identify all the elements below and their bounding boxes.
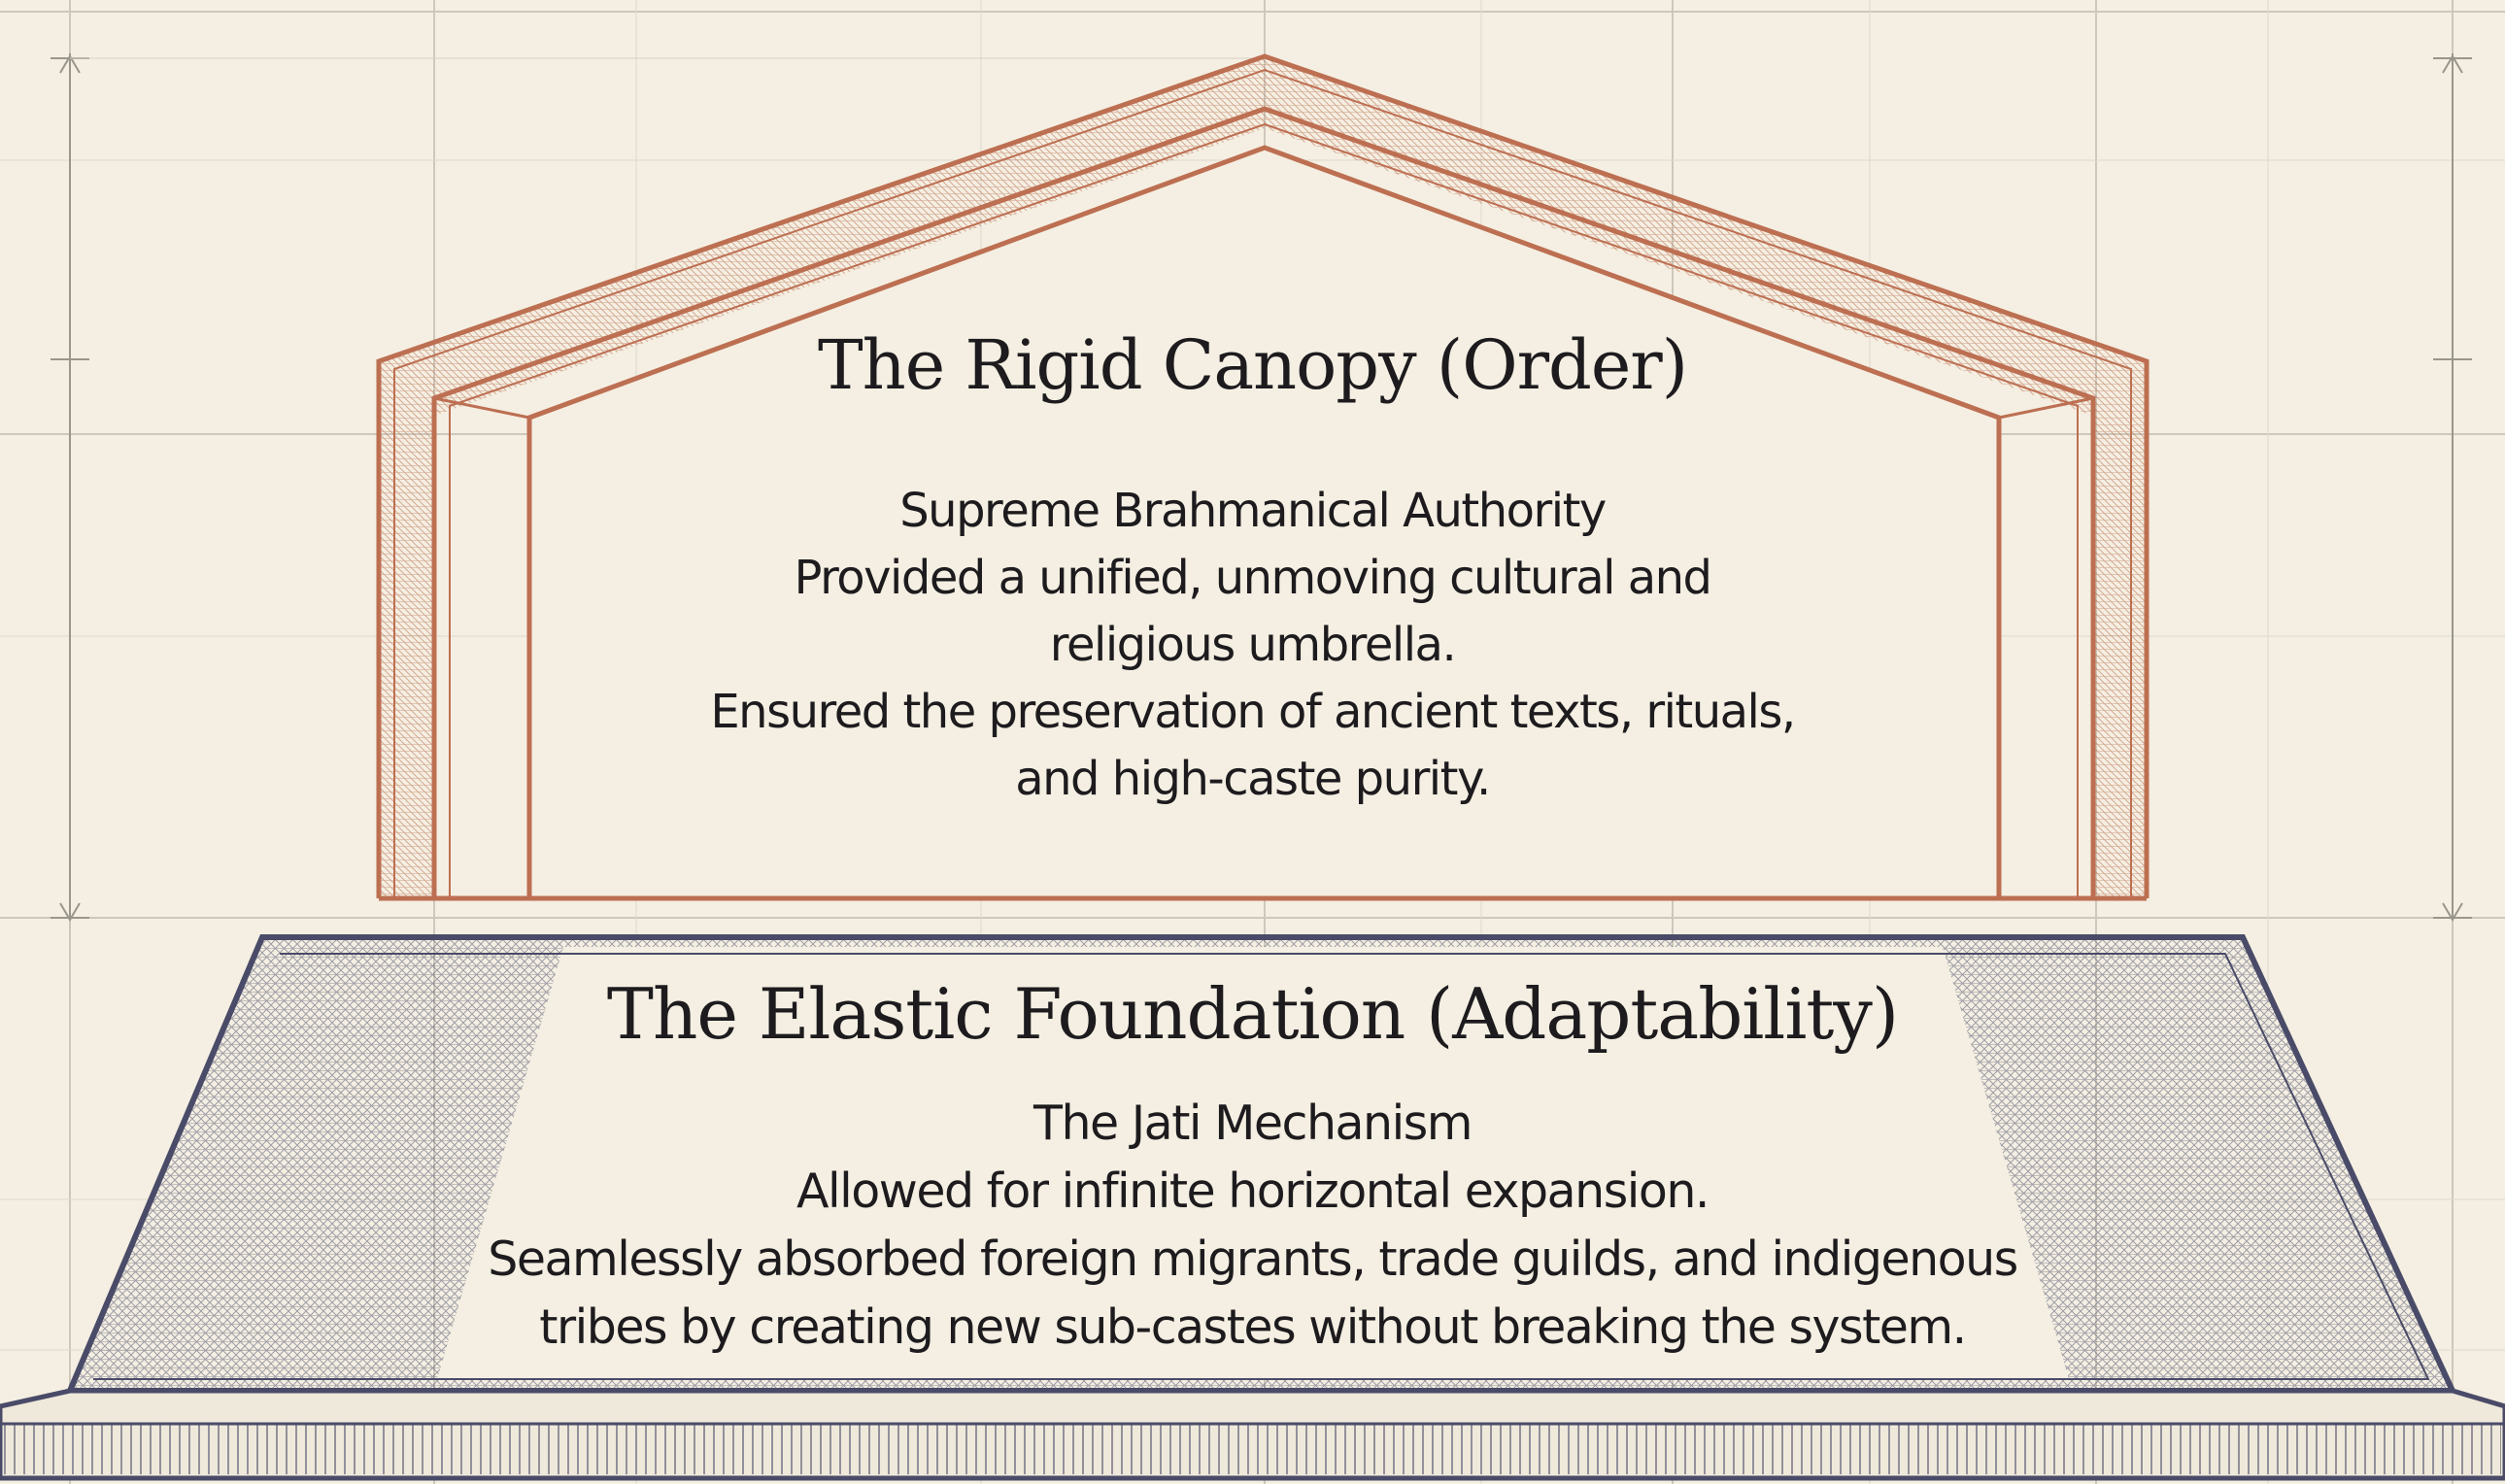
canopy-line: Provided a unified, unmoving cultural an… [794,551,1712,605]
canopy-line: religious umbrella. [1049,618,1457,672]
canopy-line: and high-caste purity. [1015,752,1491,806]
foundation-description: The Jati Mechanism Allowed for infinite … [0,1090,2505,1362]
foundation-line: tribes by creating new sub-castes withou… [539,1299,1967,1355]
foundation-title: The Elastic Foundation (Adaptability) [606,973,1899,1055]
canopy-line: Ensured the preservation of ancient text… [710,685,1796,739]
canopy-hatch-band [379,56,2147,898]
foundation-inner-fill [437,947,2069,1379]
foundation-slab-hatch [4,1424,2501,1474]
canopy-description: Supreme Brahmanical Authority Provided a… [0,478,2505,813]
canopy-inner-fill [529,148,1999,898]
canopy-inner-line [526,145,2002,898]
foundation-block [0,934,2505,1481]
canopy-outer-line [376,53,2150,898]
dimension-markers [51,53,2472,922]
canopy-title: The Rigid Canopy (Order) [817,325,1688,405]
foundation-line: Allowed for infinite horizontal expansio… [796,1164,1709,1219]
canopy-mid-line-2 [449,122,2079,898]
foundation-inner-edge [93,953,2430,1380]
canopy-line: Supreme Brahmanical Authority [899,484,1607,538]
canopy-mid-line [431,106,2096,898]
canopy-outer-line-2 [393,68,2132,898]
canopy-frame [376,53,2150,901]
foundation-line: Seamlessly absorbed foreign migrants, tr… [488,1231,2018,1287]
foundation-line: The Jati Mechanism [1033,1096,1473,1151]
